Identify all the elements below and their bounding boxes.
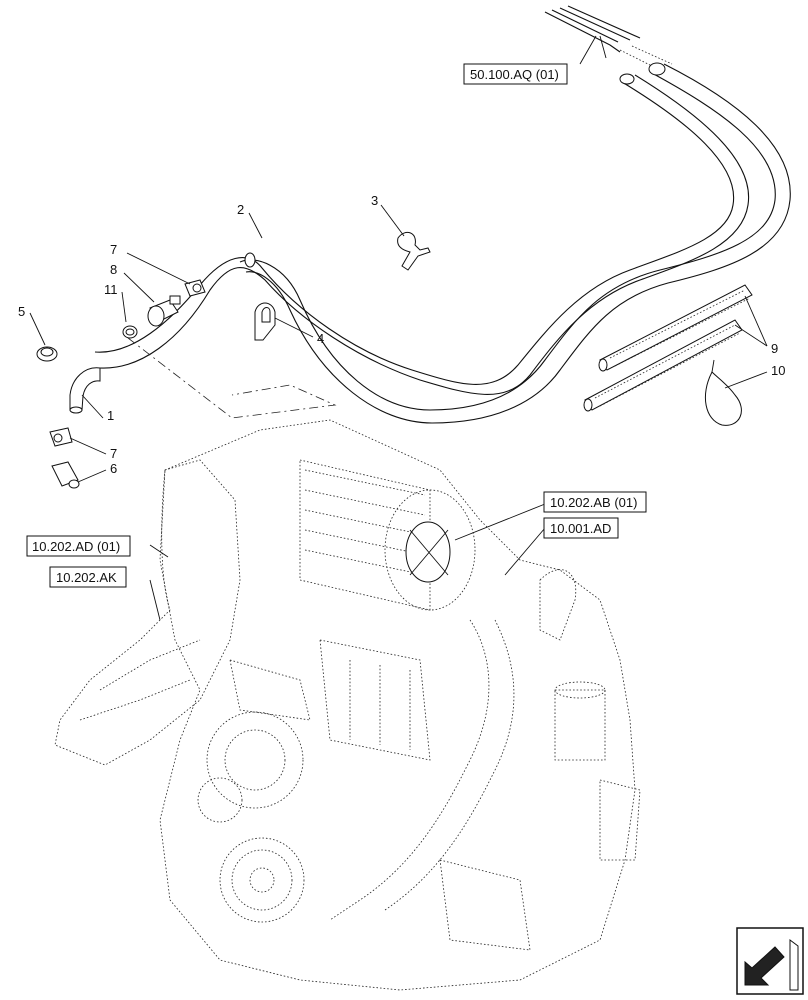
callout-6: 6 [110, 461, 117, 476]
callout-4: 4 [317, 331, 324, 346]
ref-50-100-aq-label: 50.100.AQ (01) [470, 67, 559, 82]
ref-box-10-202-ab[interactable]: 10.202.AB (01) [543, 491, 647, 513]
callout-9: 9 [771, 341, 778, 356]
clip-4 [254, 302, 276, 341]
ref-box-10-001-ad[interactable]: 10.001.AD [543, 517, 619, 539]
callout-7-lower: 7 [110, 446, 117, 461]
fitting-7-lower [49, 427, 73, 447]
strap-10 [704, 359, 742, 426]
ref-box-10-202-ad[interactable]: 10.202.AD (01) [26, 535, 131, 557]
ref-10-202-ab-label: 10.202.AB (01) [550, 495, 637, 510]
callout-8: 8 [110, 262, 117, 277]
ref-box-10-202-ak[interactable]: 10.202.AK [49, 566, 127, 588]
clamp-5 [36, 346, 58, 362]
sleeve-9 [583, 284, 753, 412]
callout-7-upper: 7 [110, 242, 117, 257]
fitting-6 [51, 461, 80, 489]
ref-10-202-ad-label: 10.202.AD (01) [32, 539, 120, 554]
callout-1: 1 [107, 408, 114, 423]
navigation-button[interactable] [736, 927, 804, 995]
callout-10: 10 [771, 363, 785, 378]
hose-assembly [69, 5, 791, 424]
ref-10-001-ad-label: 10.001.AD [550, 521, 611, 536]
ref-box-50-100-aq[interactable]: 50.100.AQ (01) [463, 63, 568, 85]
callout-11: 11 [104, 282, 118, 297]
callout-2: 2 [237, 202, 244, 217]
ref-10-202-ak-label: 10.202.AK [56, 570, 117, 585]
arrow-icon [744, 939, 799, 991]
clip-3 [397, 231, 431, 271]
ring-11 [122, 325, 138, 339]
sensor-8 [147, 295, 181, 327]
engine-illustration [54, 419, 641, 991]
callout-3: 3 [371, 193, 378, 208]
callout-5: 5 [18, 304, 25, 319]
